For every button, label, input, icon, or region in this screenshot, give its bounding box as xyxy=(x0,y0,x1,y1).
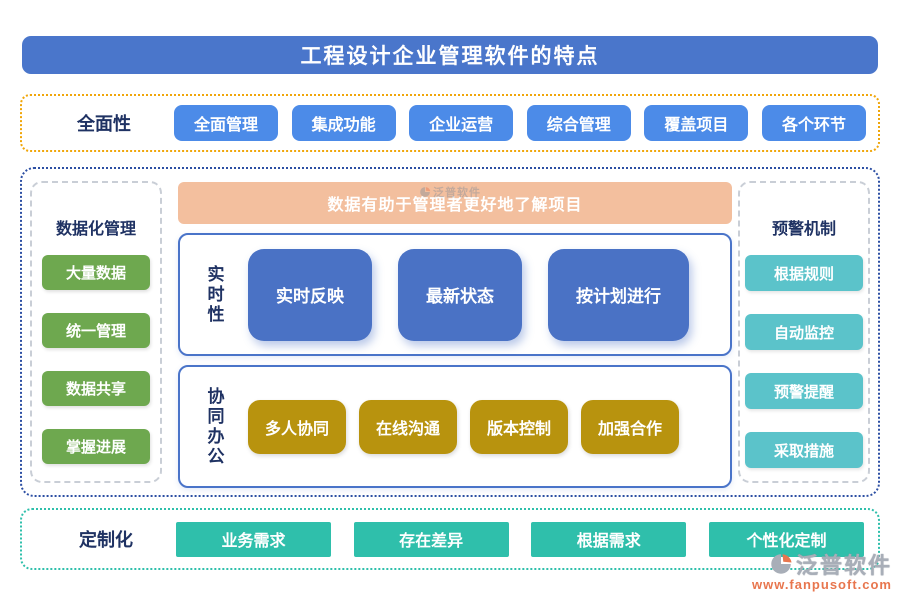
feature-chip: 根据规则 xyxy=(745,255,863,291)
section-customization-label: 定制化 xyxy=(79,530,133,550)
feature-chip: 各个环节 xyxy=(761,105,866,141)
customization-chip-row: 业务需求 存在差异 根据需求 个性化定制 xyxy=(176,521,864,557)
feature-chip: 综合管理 xyxy=(526,105,631,141)
feature-chip: 大量数据 xyxy=(42,255,150,290)
feature-chip: 多人协同 xyxy=(248,399,346,454)
realtime-chip-row: 实时反映 最新状态 按计划进行 xyxy=(248,248,730,341)
feature-chip: 统一管理 xyxy=(42,313,150,348)
feature-chip: 企业运营 xyxy=(409,105,514,141)
section-comprehensive-label: 全面性 xyxy=(77,114,131,134)
section-customization: 定制化 业务需求 存在差异 根据需求 个性化定制 xyxy=(20,508,880,570)
watermark: 泛普软件 www.fanpusoft.com xyxy=(752,548,892,592)
feature-chip: 自动监控 xyxy=(745,314,863,350)
fanpu-logo-icon xyxy=(769,552,793,576)
warning-chips: 根据规则 自动监控 预警提醒 采取措施 xyxy=(745,255,863,468)
panel-data-management-title: 数据化管理 xyxy=(55,221,136,238)
feature-chip: 版本控制 xyxy=(470,399,568,454)
feature-chip: 存在差异 xyxy=(353,521,509,557)
watermark-brand-row: 泛普软件 xyxy=(769,548,892,580)
section-middle: 数据化管理 大量数据 统一管理 数据共享 掌握进展 预警机制 根据规则 自动监控… xyxy=(20,167,880,497)
watermark-url: www.fanpusoft.com xyxy=(751,577,892,592)
feature-chip: 掌握进展 xyxy=(42,429,150,464)
watermark-brand: 泛普软件 xyxy=(795,553,892,578)
comprehensive-chip-row: 全面管理 集成功能 企业运营 综合管理 覆盖项目 各个环节 xyxy=(174,105,866,141)
feature-chip: 实时反映 xyxy=(248,248,372,341)
data-management-chips: 大量数据 统一管理 数据共享 掌握进展 xyxy=(42,255,150,464)
collaboration-label: 协同办公 xyxy=(204,386,224,467)
panel-warning-title: 预警机制 xyxy=(771,221,836,238)
feature-chip: 全面管理 xyxy=(174,105,278,141)
feature-chip: 最新状态 xyxy=(398,248,522,341)
panel-warning: 预警机制 根据规则 自动监控 预警提醒 采取措施 xyxy=(738,181,870,483)
feature-chip: 加强合作 xyxy=(581,399,679,454)
collaboration-box: 协同办公 多人协同 在线沟通 版本控制 加强合作 xyxy=(178,365,732,488)
center-column: 泛普软件 数据有助于管理者更好地了解项目 实时性 实时反映 最新状态 按计划进行… xyxy=(178,182,732,488)
title-bar: 工程设计企业管理软件的特点 xyxy=(22,36,878,74)
feature-chip: 业务需求 xyxy=(176,521,331,557)
feature-chip: 覆盖项目 xyxy=(644,105,749,141)
section-comprehensive: 全面性 全面管理 集成功能 企业运营 综合管理 覆盖项目 各个环节 xyxy=(20,94,880,152)
feature-chip: 在线沟通 xyxy=(359,399,457,454)
banner-text: 数据有助于管理者更好地了解项目 xyxy=(327,197,583,214)
feature-chip: 数据共享 xyxy=(42,371,150,406)
feature-chip: 按计划进行 xyxy=(548,248,689,341)
realtime-label: 实时性 xyxy=(204,264,224,325)
feature-chip: 采取措施 xyxy=(745,432,863,468)
banner: 泛普软件 数据有助于管理者更好地了解项目 xyxy=(178,182,732,224)
feature-chip: 个性化定制 xyxy=(708,521,864,557)
feature-chip: 预警提醒 xyxy=(745,373,863,409)
collaboration-chip-row: 多人协同 在线沟通 版本控制 加强合作 xyxy=(248,399,730,454)
feature-chip: 根据需求 xyxy=(531,521,687,557)
realtime-box: 实时性 实时反映 最新状态 按计划进行 xyxy=(178,233,732,356)
panel-data-management: 数据化管理 大量数据 统一管理 数据共享 掌握进展 xyxy=(30,181,162,483)
page-title: 工程设计企业管理软件的特点 xyxy=(300,45,600,68)
feature-chip: 集成功能 xyxy=(291,105,396,141)
